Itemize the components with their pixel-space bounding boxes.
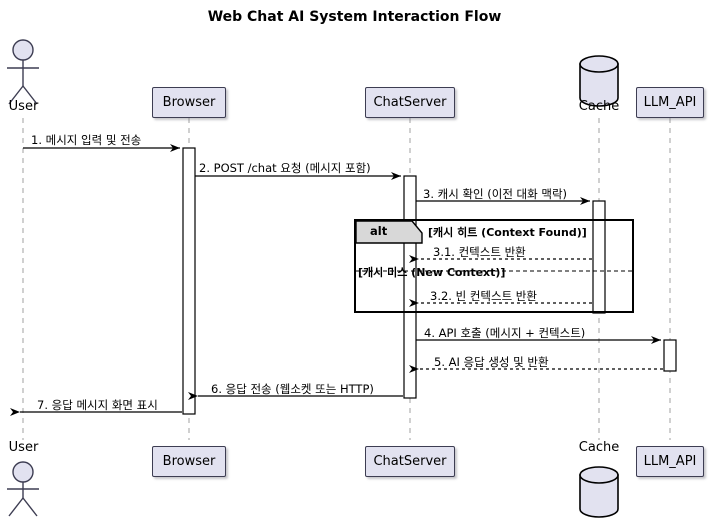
message-label-6: 6. 응답 전송 (웹소켓 또는 HTTP) — [211, 382, 374, 396]
activation-bars — [182, 147, 677, 415]
page-title: Web Chat AI System Interaction Flow — [207, 9, 502, 25]
message-label-3-1: 3.1. 컨텍스트 반환 — [433, 245, 526, 259]
alt-fragment — [354, 219, 634, 313]
actor-user-top — [7, 39, 39, 105]
alt-operator-label: alt — [370, 224, 388, 238]
activation-llm — [663, 339, 677, 372]
message-label-3-2: 3.2. 빈 컨텍스트 반환 — [430, 289, 537, 303]
participant-chatserver-bottom[interactable]: ChatServer — [365, 446, 455, 477]
database-cache-bottom — [579, 466, 619, 518]
alt-guard-2: [캐시 미스 (New Context)] — [358, 266, 506, 279]
activation-cache — [592, 200, 606, 314]
message-arrows — [9, 144, 663, 416]
participant-user-top-label[interactable]: User — [8, 99, 39, 114]
participant-cache-top-label[interactable]: Cache — [578, 99, 620, 114]
participant-user-bottom-label[interactable]: User — [8, 440, 39, 455]
alt-guard-1: [캐시 히트 (Context Found)] — [428, 226, 587, 239]
participant-llm-bottom[interactable]: LLM_API — [636, 446, 704, 477]
participant-llm-top[interactable]: LLM_API — [636, 87, 704, 118]
activation-browser — [182, 147, 196, 415]
participant-browser-bottom[interactable]: Browser — [152, 446, 226, 477]
database-cache-top — [579, 55, 619, 107]
message-label-5: 5. AI 응답 생성 및 반환 — [434, 355, 549, 369]
participant-cache-bottom-label[interactable]: Cache — [578, 440, 620, 455]
message-label-3: 3. 캐시 확인 (이전 대화 맥락) — [423, 187, 568, 201]
participant-chatserver-top[interactable]: ChatServer — [365, 87, 455, 118]
participant-browser-top[interactable]: Browser — [152, 87, 226, 118]
message-label-4: 4. API 호출 (메시지 + 컨텍스트) — [424, 326, 586, 340]
message-label-7: 7. 응답 메시지 화면 표시 — [37, 398, 158, 412]
activation-chatserver — [403, 175, 417, 399]
message-label-2: 2. POST /chat 요청 (메시지 포함) — [199, 161, 371, 175]
message-label-1: 1. 메시지 입력 및 전송 — [31, 133, 142, 147]
actor-user-bottom — [7, 461, 39, 517]
